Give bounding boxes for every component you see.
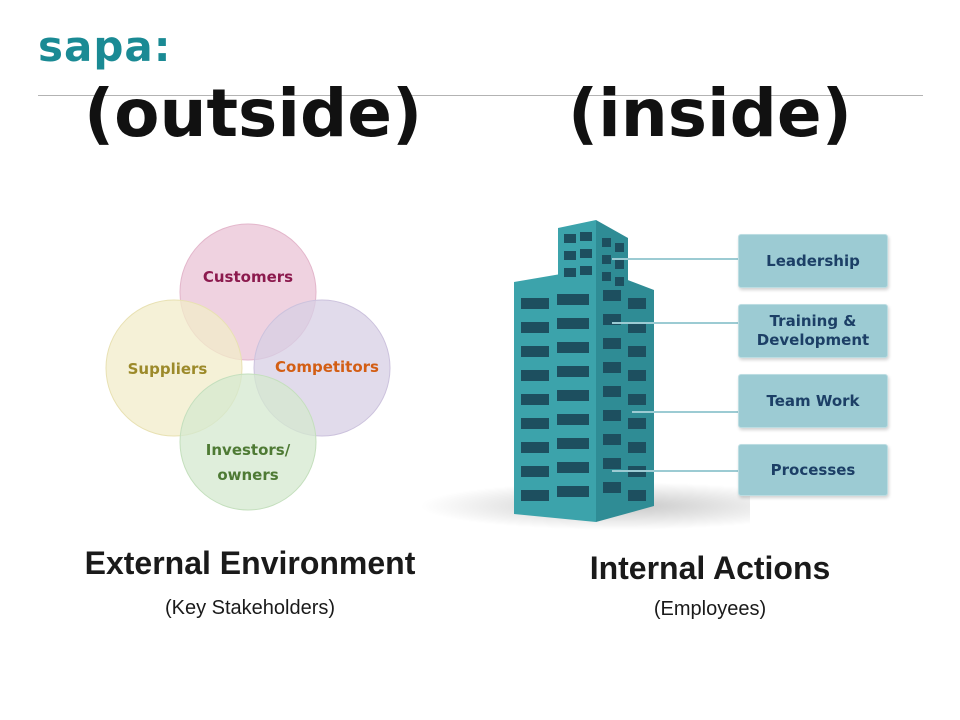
internal-actions-title: Internal Actions [589, 550, 831, 586]
window [628, 370, 646, 381]
venn-label-customers: Customers [202, 268, 294, 286]
window [628, 322, 646, 333]
header-divider [38, 95, 923, 96]
window [603, 386, 621, 397]
window [603, 338, 621, 349]
window [628, 442, 646, 453]
window [564, 234, 576, 243]
window [521, 370, 549, 381]
window [602, 238, 611, 247]
window [602, 255, 611, 264]
window [602, 272, 611, 281]
window [615, 277, 624, 286]
window [521, 466, 549, 477]
venn-label-investors: Investors/ owners [205, 441, 291, 484]
connector-leadership [612, 258, 740, 260]
window [628, 346, 646, 357]
window [557, 390, 589, 401]
window [628, 418, 646, 429]
venn-circle-investors [179, 373, 317, 511]
window [557, 294, 589, 305]
stakeholder-venn-diagram [105, 223, 391, 511]
venn-label-competitors: Competitors [275, 358, 379, 376]
window [521, 442, 549, 453]
window [603, 410, 621, 421]
training-development-box: Training & Development [738, 304, 888, 358]
leadership-box: Leadership [738, 234, 888, 288]
window [603, 482, 621, 493]
window [603, 290, 621, 301]
window [603, 434, 621, 445]
window [615, 243, 624, 252]
window [521, 490, 549, 501]
processes-box: Processes [738, 444, 888, 496]
window [603, 362, 621, 373]
window [557, 342, 589, 353]
window [521, 346, 549, 357]
window [628, 298, 646, 309]
window [521, 418, 549, 429]
external-environment-subtitle: (Key Stakeholders) [164, 597, 336, 619]
window [580, 232, 592, 241]
sapa-logo: sapa: [38, 22, 172, 71]
connector-teamwork [632, 411, 740, 413]
external-environment-title: External Environment [84, 545, 416, 581]
window [628, 490, 646, 501]
connector-processes [612, 470, 740, 472]
window [557, 366, 589, 377]
connector-training [612, 322, 740, 324]
internal-actions-subtitle: (Employees) [653, 598, 767, 620]
window [603, 314, 621, 325]
building-illustration [420, 220, 750, 530]
window [564, 251, 576, 260]
outside-heading: (outside) [84, 75, 423, 152]
window [557, 318, 589, 329]
building-windows [521, 232, 646, 501]
window [521, 394, 549, 405]
inside-heading: (inside) [568, 75, 852, 152]
window [521, 298, 549, 309]
window [557, 438, 589, 449]
team-work-box: Team Work [738, 374, 888, 428]
window [628, 394, 646, 405]
window [521, 322, 549, 333]
window [580, 249, 592, 258]
window [603, 458, 621, 469]
window [580, 266, 592, 275]
window [557, 462, 589, 473]
venn-label-suppliers: Suppliers [127, 360, 208, 378]
window [557, 486, 589, 497]
window [564, 268, 576, 277]
window [615, 260, 624, 269]
window [557, 414, 589, 425]
